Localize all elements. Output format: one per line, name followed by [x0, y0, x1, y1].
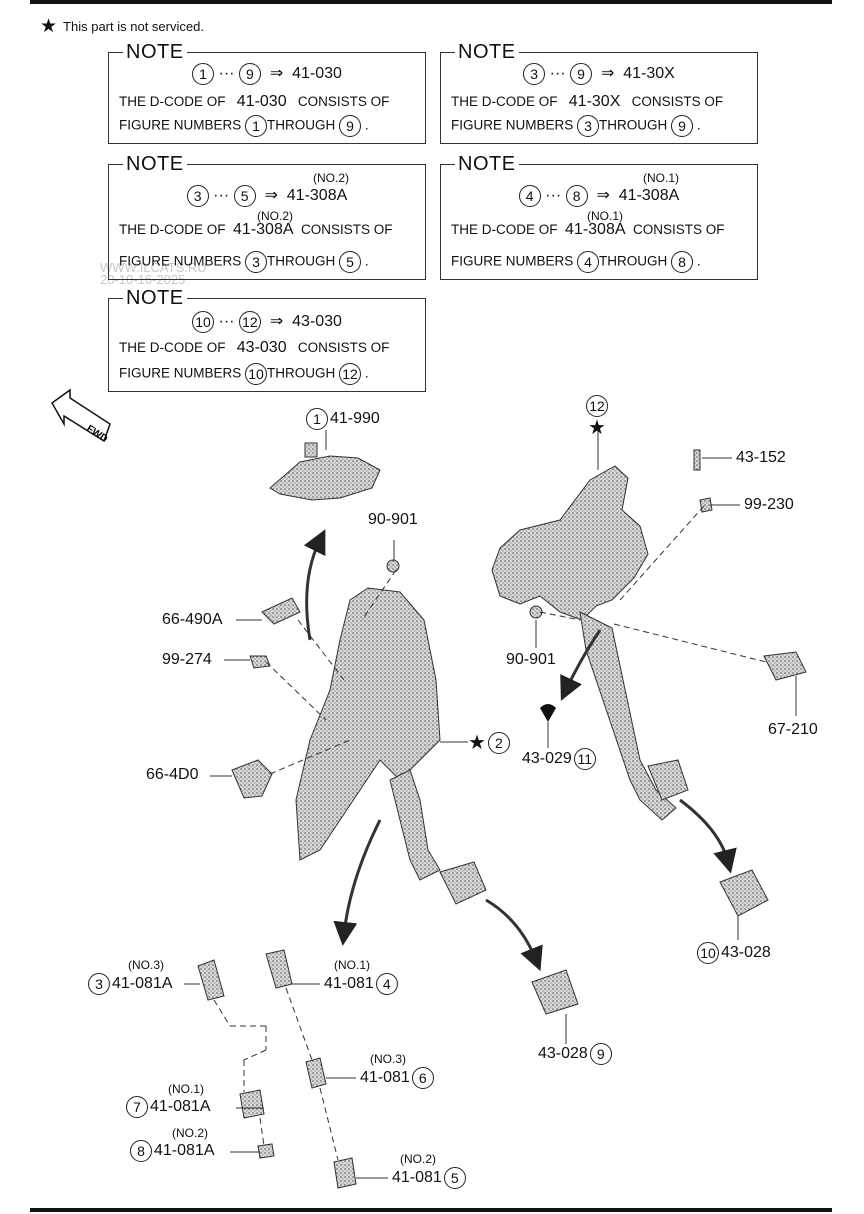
fwd-arrow-icon: FWD	[51, 388, 111, 445]
motion-arrow	[485, 898, 543, 972]
figure-number: 9	[570, 63, 593, 85]
figure-number: 5	[233, 185, 256, 207]
motion-arrow	[560, 629, 602, 701]
figure-number: 3	[523, 63, 546, 85]
figure-number: 8	[565, 185, 588, 207]
stop-light-switch	[269, 442, 381, 501]
label-90-901: 90-901	[506, 651, 556, 668]
note-title: NOTE	[455, 153, 519, 176]
label-90-901: 90-901	[368, 511, 418, 528]
note-title: NOTE	[123, 287, 187, 310]
label-43-152: 43-152	[736, 449, 786, 466]
bolt-99-274	[249, 655, 271, 669]
note-title: NOTE	[123, 41, 187, 64]
d-code: 41-308A	[618, 187, 680, 205]
label-67-210: 67-210	[768, 721, 818, 738]
switch-43-152	[693, 449, 701, 471]
figure-number: 12	[238, 311, 261, 333]
label-99-274: 99-274	[162, 651, 212, 668]
note-box: NOTE 10 ··· 12 ⇒ 43-030 THE D-CODE OF 43…	[108, 287, 426, 392]
pin-41-081-no2	[333, 1157, 357, 1189]
brake-pedal-bracket	[295, 587, 579, 1015]
pin-41-081-no3	[305, 1057, 327, 1089]
figure-number: 3	[186, 185, 209, 207]
nut-90-901-left	[386, 559, 400, 573]
note-box: NOTE 1 ··· 9 ⇒ 41-030 THE D-CODE OF 41-0…	[108, 41, 426, 144]
pin-41-081-no1	[265, 949, 293, 989]
figure-number: 4	[518, 185, 541, 207]
label-66-4d0: 66-4D0	[146, 766, 199, 783]
figure-number: 10	[192, 311, 215, 333]
top-rule	[30, 0, 832, 4]
figure-number: 9	[238, 63, 261, 85]
callout-part-2: ★2	[468, 730, 510, 755]
callout-part-12: 12 ★	[586, 395, 608, 439]
star-icon: ★	[40, 16, 58, 37]
note-box: NOTE (NO.1) 4 ··· 8 ⇒ 41-308A (NO.1) THE…	[440, 153, 758, 280]
star-icon: ★	[588, 417, 606, 439]
clutch-pedal-bracket	[491, 465, 769, 917]
note-title: NOTE	[123, 153, 187, 176]
figure-number: 1	[192, 63, 215, 85]
legend-text: This part is not serviced.	[63, 19, 204, 34]
note-box: NOTE (NO.2) 3 ··· 5 ⇒ 41-308A (NO.2) THE…	[108, 153, 426, 280]
stopper-67-210	[763, 651, 807, 681]
legend: ★ This part is not serviced.	[40, 17, 204, 36]
pin-41-081a-no3	[197, 959, 225, 1001]
stopper-43-029	[540, 704, 556, 722]
d-code: 41-030	[292, 65, 342, 83]
d-code: 41-308A	[286, 187, 348, 205]
motion-arrow	[303, 529, 326, 641]
note-box: NOTE 3 ··· 9 ⇒ 41-30X THE D-CODE OF 41-3…	[440, 41, 758, 144]
motion-arrow	[679, 798, 737, 874]
pin-41-081a-no1	[239, 1089, 265, 1119]
star-icon: ★	[468, 732, 486, 754]
motion-arrow	[333, 819, 382, 946]
label-99-230: 99-230	[744, 496, 794, 513]
bottom-rule	[30, 1208, 832, 1212]
note-title: NOTE	[455, 41, 519, 64]
assembly-lines	[213, 505, 767, 1161]
label-66-490a: 66-490A	[162, 611, 223, 628]
d-code: 43-030	[292, 313, 342, 331]
d-code: 41-30X	[623, 65, 675, 83]
stopper-66-490a	[261, 597, 301, 625]
leader-lines	[184, 430, 797, 1179]
bushing-66-4d0	[231, 759, 273, 799]
pin-41-081a-no2	[257, 1143, 275, 1159]
bolt-99-230	[699, 497, 713, 513]
